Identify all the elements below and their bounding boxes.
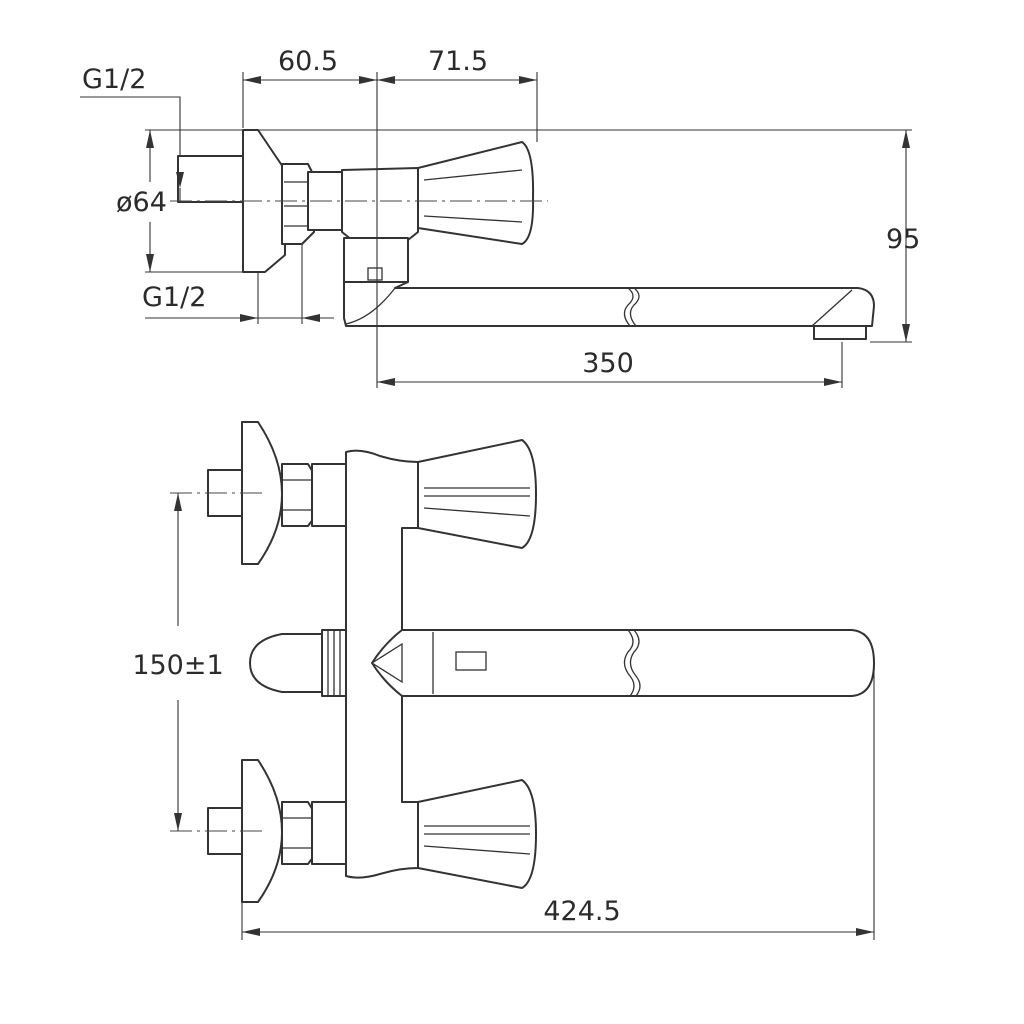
side-dimensions [80,72,912,388]
front-hex-nut-upper [281,463,315,527]
side-handle [417,141,535,245]
front-connector-upper [311,463,347,527]
front-handle-upper [417,439,537,549]
label-flange-diameter: ø64 [116,187,167,218]
side-view [170,129,875,340]
side-valve-body [341,167,419,241]
label-inlet-spacing: 150±1 [132,650,223,681]
label-spout-reach: 350 [582,348,634,379]
side-aerator [813,325,867,340]
label-height: 95 [886,224,920,255]
side-hex-nut [281,163,315,245]
label-thread-top: G1/2 [82,64,146,95]
side-diverter-block [343,237,409,283]
front-dome-cap [249,633,323,693]
label-body-depth: 60.5 [278,46,338,77]
side-spout [343,281,875,327]
front-dimensions [174,493,875,940]
label-handle-depth: 71.5 [428,46,488,77]
front-view [170,421,875,903]
front-connector-lower [311,801,347,865]
label-overall-width: 424.5 [543,896,620,927]
front-hex-nut-lower [281,801,315,865]
label-thread-bottom: G1/2 [142,282,206,313]
front-spout [371,629,875,697]
side-inlet-pipe [177,155,245,203]
dimension-labels: 60.5 71.5 G1/2 ø64 G1/2 95 350 150±1 424… [82,46,920,927]
